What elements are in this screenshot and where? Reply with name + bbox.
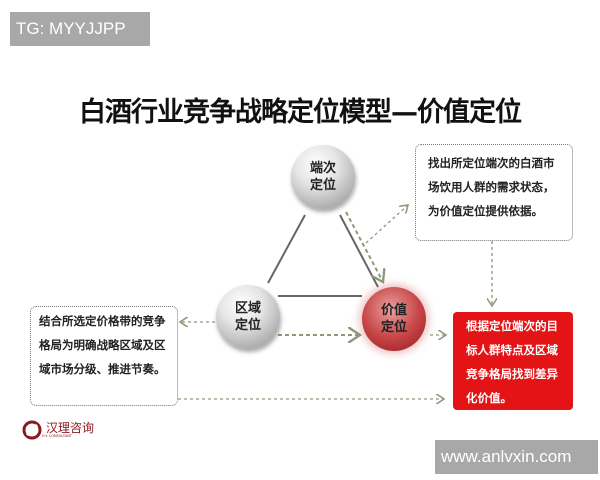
logo-subtitle: H·L CONSULTANT bbox=[42, 434, 72, 438]
page-title: 白酒行业竞争战略定位模型—价值定位 bbox=[79, 97, 522, 128]
node-label: 价值 定位 bbox=[380, 303, 407, 335]
box-region-description: 结合所选定价格带的竞争格局为明确战略区域及区域市场分级、推进节奏。 bbox=[30, 306, 178, 406]
box-value-result: 根据定位端次的目标人群特点及区域竞争格局找到差异化价值。 bbox=[453, 312, 573, 410]
node-label: 区域 定位 bbox=[234, 301, 261, 333]
arrow-top-to-box bbox=[365, 205, 408, 244]
edge-top-right bbox=[339, 214, 379, 288]
watermark-top: TG: MYYJJPP bbox=[10, 12, 150, 46]
hl-logo-icon bbox=[22, 420, 42, 440]
node-tier-positioning: 端次 定位 bbox=[291, 145, 355, 209]
box-tier-description: 找出所定位端次的白酒市场饮用人群的需求状态，为价值定位提供依据。 bbox=[415, 144, 573, 241]
edge-top-left bbox=[267, 214, 306, 284]
node-label: 端次 定位 bbox=[309, 161, 336, 193]
watermark-bottom: www.anlvxin.com bbox=[435, 440, 598, 474]
node-value-positioning: 价值 定位 bbox=[362, 287, 426, 351]
node-region-positioning: 区域 定位 bbox=[216, 285, 280, 349]
company-logo: 汉理咨询 H·L CONSULTANT bbox=[22, 420, 94, 440]
logo-name: 汉理咨询 bbox=[46, 421, 95, 435]
arrow-top-to-value bbox=[345, 211, 383, 282]
